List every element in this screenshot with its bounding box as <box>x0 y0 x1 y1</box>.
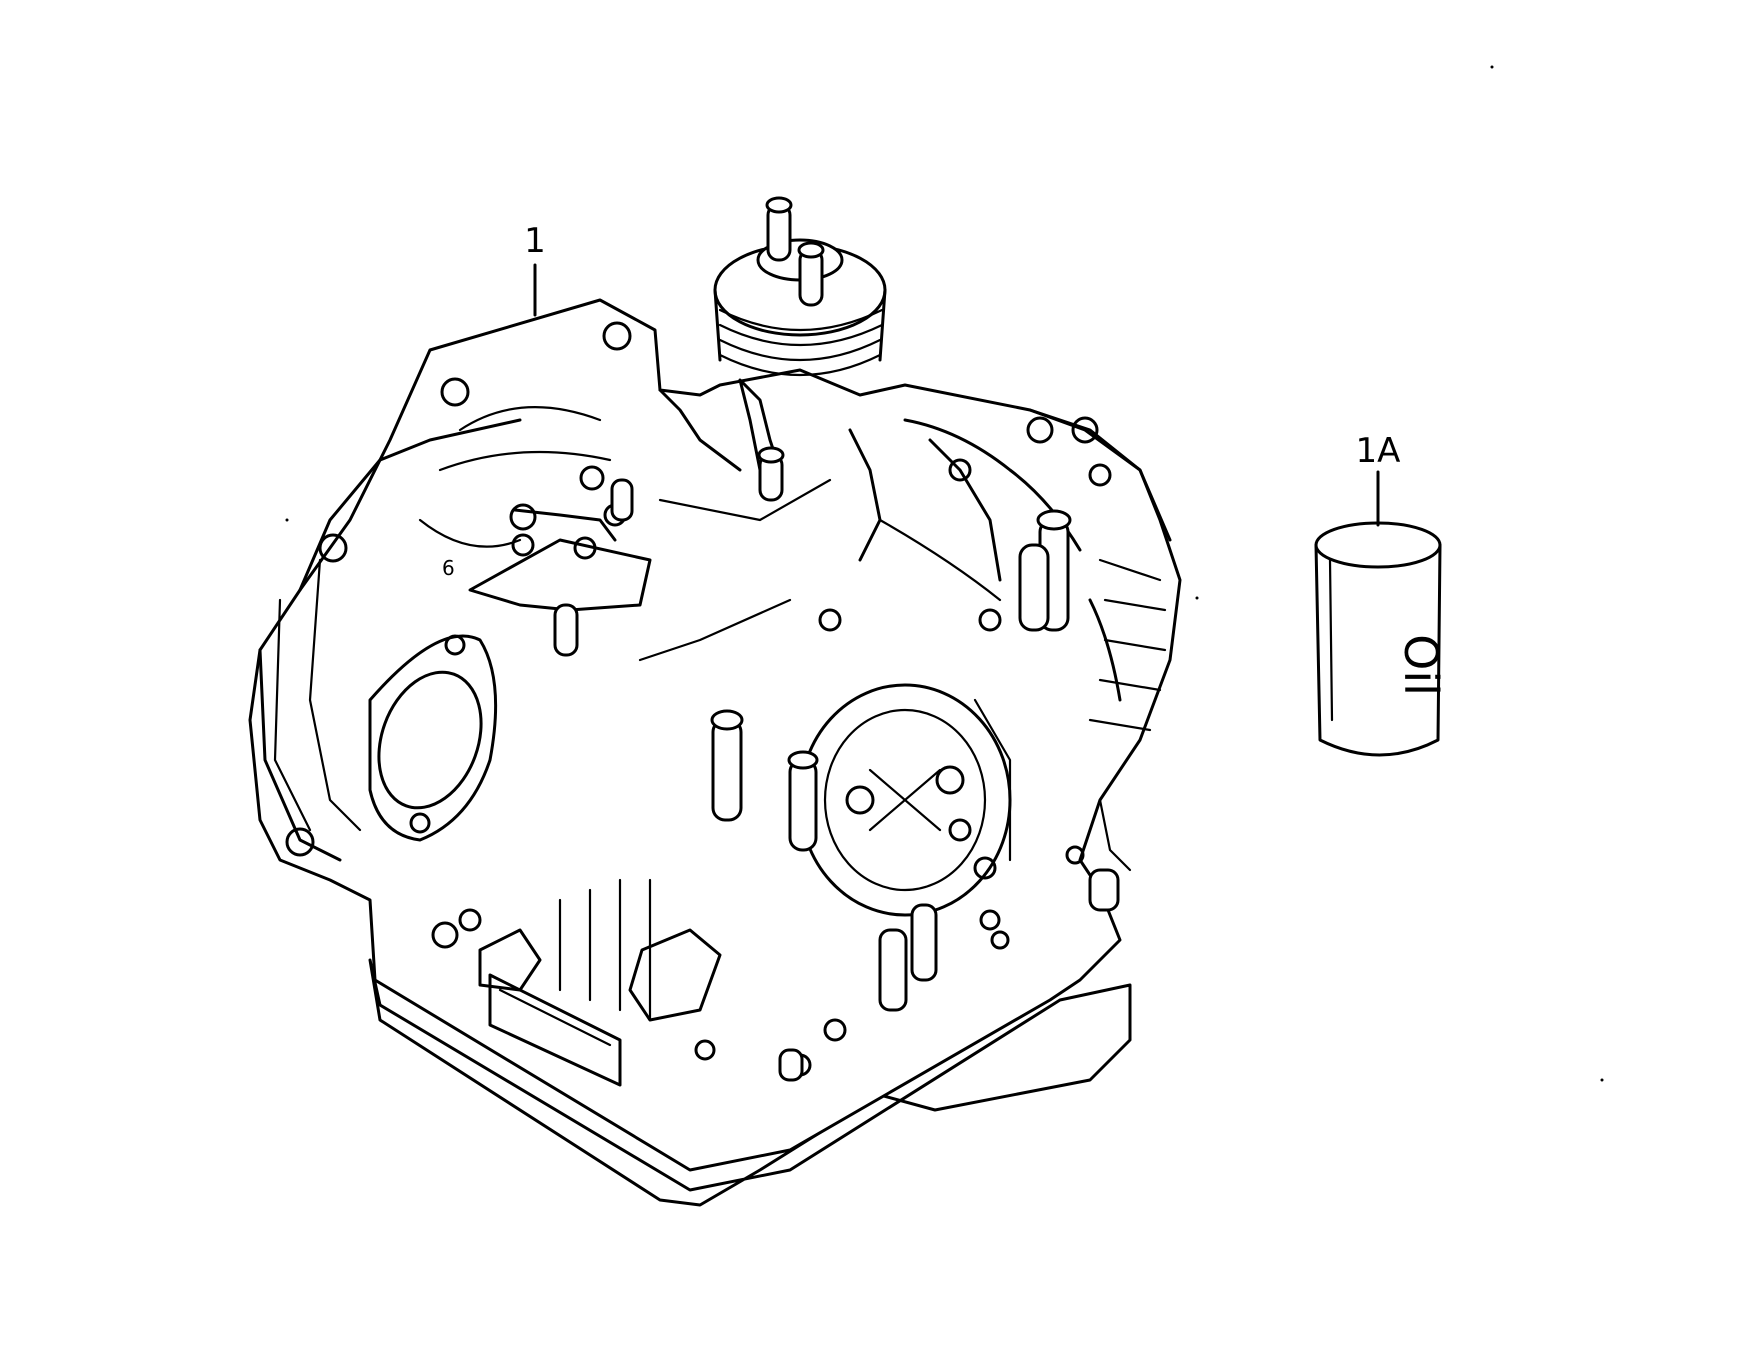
callout-1a[interactable]: 1A <box>1356 431 1401 527</box>
svg-text:6: 6 <box>442 556 455 580</box>
callout-label-1a: 1A <box>1356 431 1401 471</box>
oil-can-drawing[interactable]: Oil <box>1314 521 1448 757</box>
callout-1[interactable]: 1 <box>524 221 546 317</box>
transmission-assembly-drawing[interactable]: 6 <box>248 196 1182 1207</box>
can-label: Oil <box>1394 634 1448 696</box>
callout-label-1: 1 <box>524 221 546 261</box>
